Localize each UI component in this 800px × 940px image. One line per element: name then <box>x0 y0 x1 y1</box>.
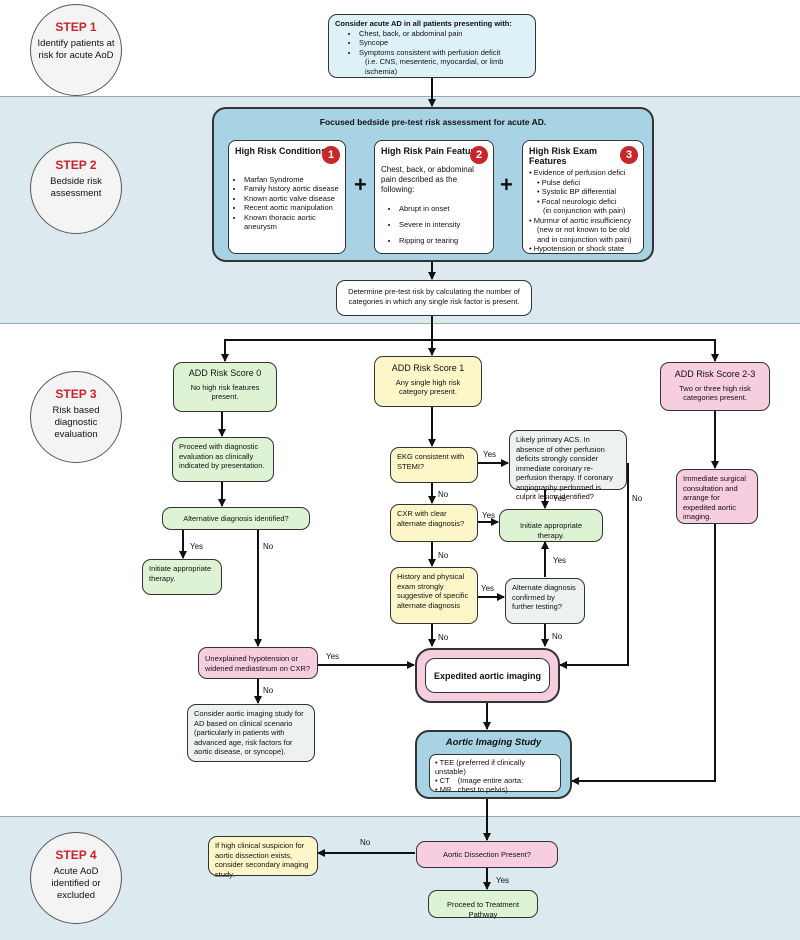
pain-number: 2 <box>470 146 488 164</box>
yes-label: Yes <box>553 494 567 503</box>
exam-number: 3 <box>620 146 638 164</box>
no-label: No <box>263 542 274 551</box>
yes-label: Yes <box>496 876 510 885</box>
conditions-number: 1 <box>322 146 340 164</box>
pain-item: Severe in intensity <box>399 217 487 233</box>
assessment-title: Focused bedside pre-test risk assessment… <box>319 117 547 127</box>
step3-circle: STEP 3 Risk based diagnostic evaluation <box>30 371 122 463</box>
score0-title: ADD Risk Score 0 <box>188 368 262 378</box>
score0-box: ADD Risk Score 0 No high risk features p… <box>173 362 277 412</box>
alternative-diagnosis-box: Alternative diagnosis identified? <box>162 507 310 530</box>
score0-desc: No high risk features present. <box>190 382 260 402</box>
conditions-title: High Risk Conditions <box>235 146 326 156</box>
pain-item: Abrupt in onset <box>399 201 487 217</box>
pain-item: Ripping or tearing <box>399 233 487 249</box>
hypotension-box: Unexplained hypotension or widened media… <box>198 647 318 679</box>
consider-box: Consider acute AD in all patients presen… <box>328 14 536 78</box>
no-label: No <box>438 633 449 642</box>
determine-box: Determine pre-test risk by calculating t… <box>336 280 532 316</box>
secondary-imaging-box: If high clinical suspicion for aortic di… <box>208 836 318 879</box>
consider-imaging-box: Consider aortic imaging study for AD bas… <box>187 704 315 762</box>
condition-item: Known aortic valve disease <box>244 194 339 204</box>
consider-item: Chest, back, or abdominal pain <box>359 29 529 39</box>
condition-item: Recent aortic manipulation <box>244 203 339 213</box>
score1-title: ADD Risk Score 1 <box>391 363 465 373</box>
imaging-ct: • CT (Image entire aorta: chest to pelvi… <box>435 776 524 794</box>
yes-label: Yes <box>482 511 496 520</box>
yes-label: Yes <box>553 556 567 565</box>
initiate-therapy-left-box: Initiate appropriate therapy. <box>142 559 222 595</box>
history-exam-box: History and physical exam strongly sugge… <box>390 567 478 624</box>
no-label: No <box>552 632 563 641</box>
condition-item: Family history aortic disease <box>244 184 339 194</box>
consider-title: Consider acute AD in all patients presen… <box>335 19 512 28</box>
step1-title: STEP 1 <box>55 20 97 34</box>
yes-label: Yes <box>190 542 204 551</box>
exam-item: • Hypotension or shock state <box>529 244 625 253</box>
consider-item: Syncope <box>359 38 529 48</box>
exam-item: • Focal neurologic defici <box>537 196 617 206</box>
no-label: No <box>360 838 371 847</box>
exam-item: • Evidence of perfusion defici <box>529 168 626 177</box>
no-label: No <box>263 686 274 695</box>
no-label: No <box>438 551 449 560</box>
exam-item: • Murmur of aortic insufficiency <box>529 215 632 225</box>
ekg-box: EKG consistent with STEMI? <box>390 447 478 483</box>
imaging-options-box: • TEE (preferred if clinically unstable)… <box>429 754 561 794</box>
yes-label: Yes <box>483 450 497 459</box>
step4-band <box>0 816 800 940</box>
score1-box: ADD Risk Score 1 Any single high risk ca… <box>374 356 482 407</box>
score23-title: ADD Risk Score 2-3 <box>674 369 756 379</box>
step1-desc: Identify patients at risk for acute AoD <box>37 38 115 61</box>
high-risk-pain-box: High Risk Pain Features 2 Chest, back, o… <box>374 140 494 254</box>
step3-title: STEP 3 <box>55 387 97 401</box>
exam-item-note: and in conjunction with pain) <box>537 234 632 244</box>
plus-sign: + <box>500 172 513 197</box>
yes-label: Yes <box>326 652 340 661</box>
step3-desc: Risk based diagnostic evaluation <box>52 405 100 440</box>
high-risk-exam-box: High Risk Exam Features 3 • Evidence of … <box>522 140 644 254</box>
score23-box: ADD Risk Score 2-3 Two or three high ris… <box>660 362 770 411</box>
expedited-imaging-label: Expedited aortic imaging <box>425 658 550 693</box>
proceed-box: Proceed with diagnostic evaluation as cl… <box>172 437 274 482</box>
acs-box: Likely primary ACS. In absence of other … <box>509 430 627 501</box>
consider-item: Symptoms consistent with perfusion defic… <box>359 48 529 58</box>
pain-intro: Chest, back, or abdominal pain described… <box>381 164 474 194</box>
exam-item: • Pulse defici <box>537 177 581 187</box>
surgical-consult-box: Immediate surgical consultation and arra… <box>676 469 758 524</box>
step2-title: STEP 2 <box>55 158 97 172</box>
consider-note: (i.e. CNS, mesenteric, myocardial, or li… <box>365 57 504 76</box>
step4-circle: STEP 4 Acute AoD identified or excluded <box>30 832 122 924</box>
imaging-tee: • TEE (preferred if clinically unstable) <box>435 758 526 776</box>
yes-label: Yes <box>481 584 495 593</box>
plus-sign: + <box>354 172 367 197</box>
imaging-mr: • MR <box>435 785 452 794</box>
step2-desc: Bedside risk assessment <box>50 176 102 199</box>
imaging-study-panel: Aortic Imaging Study • TEE (preferred if… <box>415 730 572 799</box>
step1-circle: STEP 1 Identify patients at risk for acu… <box>30 4 122 96</box>
step4-desc: Acute AoD identified or excluded <box>51 866 101 901</box>
condition-item: Marfan Syndrome <box>244 175 339 185</box>
pain-title: High Risk Pain Features <box>381 146 485 156</box>
step2-circle: STEP 2 Bedside risk assessment <box>30 142 122 234</box>
no-label: No <box>438 490 449 499</box>
exam-title: High Risk Exam Features <box>529 146 598 166</box>
score23-desc: Two or three high risk categories presen… <box>679 383 751 403</box>
condition-item: Known thoracic aortic aneurysm <box>244 213 339 232</box>
initiate-therapy-middle-box: Initiate appropriate therapy. <box>499 509 603 542</box>
exam-item-note: (new or not known to be old <box>537 225 630 234</box>
exam-item: • Systolic BP differential <box>537 187 617 196</box>
treatment-pathway-box: Proceed to Treatment Pathway <box>428 890 538 919</box>
exam-item-note: (in conjunction with pain) <box>543 206 626 215</box>
alternate-confirmed-box: Alternate diagnosis confirmed by further… <box>505 578 585 624</box>
high-risk-conditions-box: High Risk Conditions 1 Marfan Syndrome F… <box>228 140 346 254</box>
expedited-imaging-outer: Expedited aortic imaging <box>415 648 560 703</box>
imaging-study-title: Aortic Imaging Study <box>445 737 542 748</box>
cxr-box: CXR with clear alternate diagnosis? <box>390 504 478 542</box>
aortic-dissection-box: Aortic Dissection Present? <box>416 841 558 868</box>
step4-title: STEP 4 <box>55 848 97 862</box>
no-label: No <box>632 494 643 503</box>
score1-desc: Any single high risk category present. <box>395 377 461 397</box>
